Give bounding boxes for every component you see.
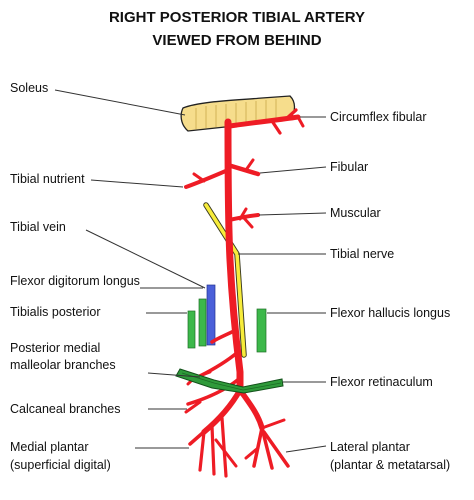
- tibialis-posterior-tendons: [187, 298, 207, 349]
- label-medial-plantar-line1: Medial plantar: [10, 440, 89, 454]
- label-soleus: Soleus: [10, 81, 48, 95]
- label-fibular: Fibular: [330, 160, 368, 174]
- label-tibial-nerve: Tibial nerve: [330, 247, 394, 261]
- label-posterior-medial-malleolar-line1: Posterior medial: [10, 341, 100, 355]
- label-posterior-medial-malleolar-line2: malleolar branches: [10, 358, 116, 372]
- flexor-retinaculum: [175, 368, 284, 394]
- label-flexor-digitorum-longus: Flexor digitorum longus: [10, 274, 140, 288]
- label-circumflex-fibular: Circumflex fibular: [330, 110, 427, 124]
- tibialis-posterior-tendon-1: [187, 310, 196, 349]
- label-muscular: Muscular: [330, 206, 381, 220]
- label-flexor-retinaculum: Flexor retinaculum: [330, 375, 433, 389]
- tibialis-posterior-tendon-2: [198, 298, 207, 347]
- label-tibialis-posterior: Tibialis posterior: [10, 305, 101, 319]
- flexor-digitorum-longus-tendon: [206, 284, 216, 346]
- label-tibial-vein: Tibial vein: [10, 220, 66, 234]
- posterior-tibial-artery: [184, 108, 305, 478]
- label-medial-plantar-line2: (superficial digital): [10, 458, 111, 472]
- label-lateral-plantar-line1: Lateral plantar: [330, 440, 410, 454]
- title-line-2: VIEWED FROM BEHIND: [152, 32, 321, 49]
- leader-lines: [54, 89, 327, 453]
- label-lateral-plantar-line2: (plantar & metatarsal): [330, 458, 450, 472]
- label-calcaneal-branches: Calcaneal branches: [10, 402, 121, 416]
- title-line-1: RIGHT POSTERIOR TIBIAL ARTERY: [109, 9, 365, 26]
- label-tibial-nutrient: Tibial nutrient: [10, 172, 85, 186]
- label-flexor-hallucis-longus: Flexor hallucis longus: [330, 306, 450, 320]
- flexor-hallucis-longus-tendon: [256, 308, 267, 353]
